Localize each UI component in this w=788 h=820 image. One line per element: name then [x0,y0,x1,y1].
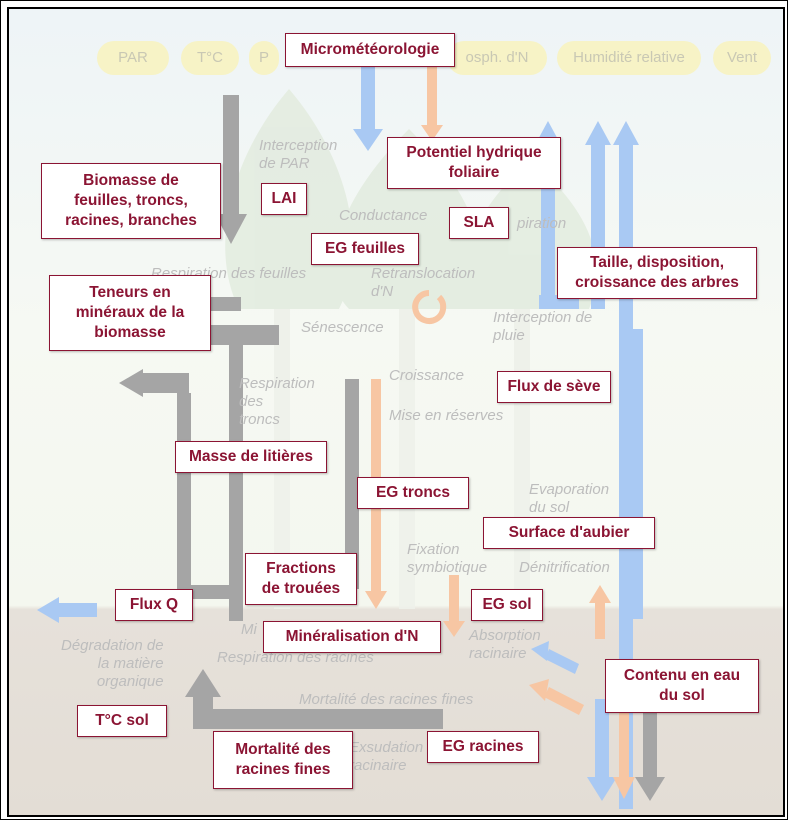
box-eg-troncs: EG troncs [357,477,469,509]
gray-arrow-leaves-respiration [209,297,241,311]
blue-arrow-evaporation [629,329,643,619]
gray-arrow-biomass-down-head [215,214,247,244]
gray-arrow-eg-trunk [345,379,359,589]
box-fractions-trouees: Fractions de trouées [245,553,357,605]
label-mortalite-racines-bg: Mortalité des racines fines [299,691,474,708]
box-flux-seve: Flux de sève [497,371,611,403]
gray-arrow-trunk-down [229,339,243,621]
box-lai: LAI [261,183,307,215]
label-mi: Mi [241,621,257,638]
orange-arrow-soil-down [619,709,629,779]
driver-precipitation: P [249,41,279,75]
label-denitrification: Dénitrification [519,559,610,576]
gray-arrow-litter-left-2 [139,373,189,393]
box-mineralisation: Minéralisation d'N [263,621,441,653]
label-interception-par: Interception de PAR [259,137,338,172]
label-respiration-racines: Respiration des racines [217,649,374,666]
label-retranslocation: Retranslocation d'N [371,265,476,300]
driver-nitrogen-deposition: osph. d'N [447,41,547,75]
label-respiration-troncs: Respiration des troncs [239,375,315,428]
gray-arrow-roots-horizontal [193,709,443,729]
box-tc-sol: T°C sol [77,705,167,737]
box-masse-litieres: Masse de litières [175,441,327,473]
label-exsudation: Exsudation racinaire [349,739,424,774]
box-potentiel-hydrique: Potentiel hydrique foliaire [387,137,561,189]
box-surface-aubier: Surface d'aubier [483,517,655,549]
blue-arrow-soil-down [595,699,609,779]
label-conductance: Conductance [339,207,428,224]
box-eg-racines: EG racines [427,731,539,763]
label-croissance: Croissance [389,367,465,384]
blue-arrow-flux-q [57,603,97,617]
retranslocation-cycle [412,290,447,324]
label-fixation: Fixation symbiotique [407,541,488,576]
box-biomasse: Biomasse de feuilles, troncs, racines, b… [41,163,221,239]
driver-wind: Vent [713,41,771,75]
box-flux-q: Flux Q [115,589,193,621]
blue-arrow-absorption [545,649,579,674]
orange-arrow-absorption [544,687,584,715]
diagram-canvas: PAR T°C P osph. d'N Humidité relative Ve… [7,7,785,817]
driver-relative-humidity: Humidité relative [557,41,701,75]
label-absorption: Absorption racinaire [469,627,541,662]
gray-arrow-soil-down [643,709,657,779]
gray-arrow-roots-up [193,693,213,729]
label-evaporation-sol: Evaporation du sol [529,481,610,516]
box-teneurs: Teneurs en minéraux de la biomasse [49,275,211,351]
box-taille: Taille, disposition, croissance des arbr… [557,247,757,299]
gray-arrow-litter-vertical [177,393,191,599]
label-interception-pluie: Interception de pluie [493,309,593,344]
box-eg-feuilles: EG feuilles [311,233,419,265]
gray-arrow-biomass-down [223,95,239,220]
box-micrometeorologie: Micrométéorologie [285,33,455,67]
blue-arrow-micrometeo-in [361,49,375,133]
driver-par: PAR [97,41,169,75]
box-eg-sol: EG sol [471,589,543,621]
driver-temperature: T°C [181,41,239,75]
label-transpiration: piration [517,215,567,232]
label-mise-reserves: Mise en réserves [389,407,504,424]
label-senescence: Sénescence [301,319,384,336]
orange-arrow-denitrification [595,599,605,639]
orange-arrow-fixation [449,575,459,625]
box-mortalite-racines: Mortalité des racines fines [213,731,353,789]
label-degradation: Dégradation de la matière organique [61,637,164,690]
box-contenu-eau: Contenu en eau du sol [605,659,759,713]
orange-arrow-micrometeo-in [427,57,437,127]
box-sla: SLA [449,207,509,239]
